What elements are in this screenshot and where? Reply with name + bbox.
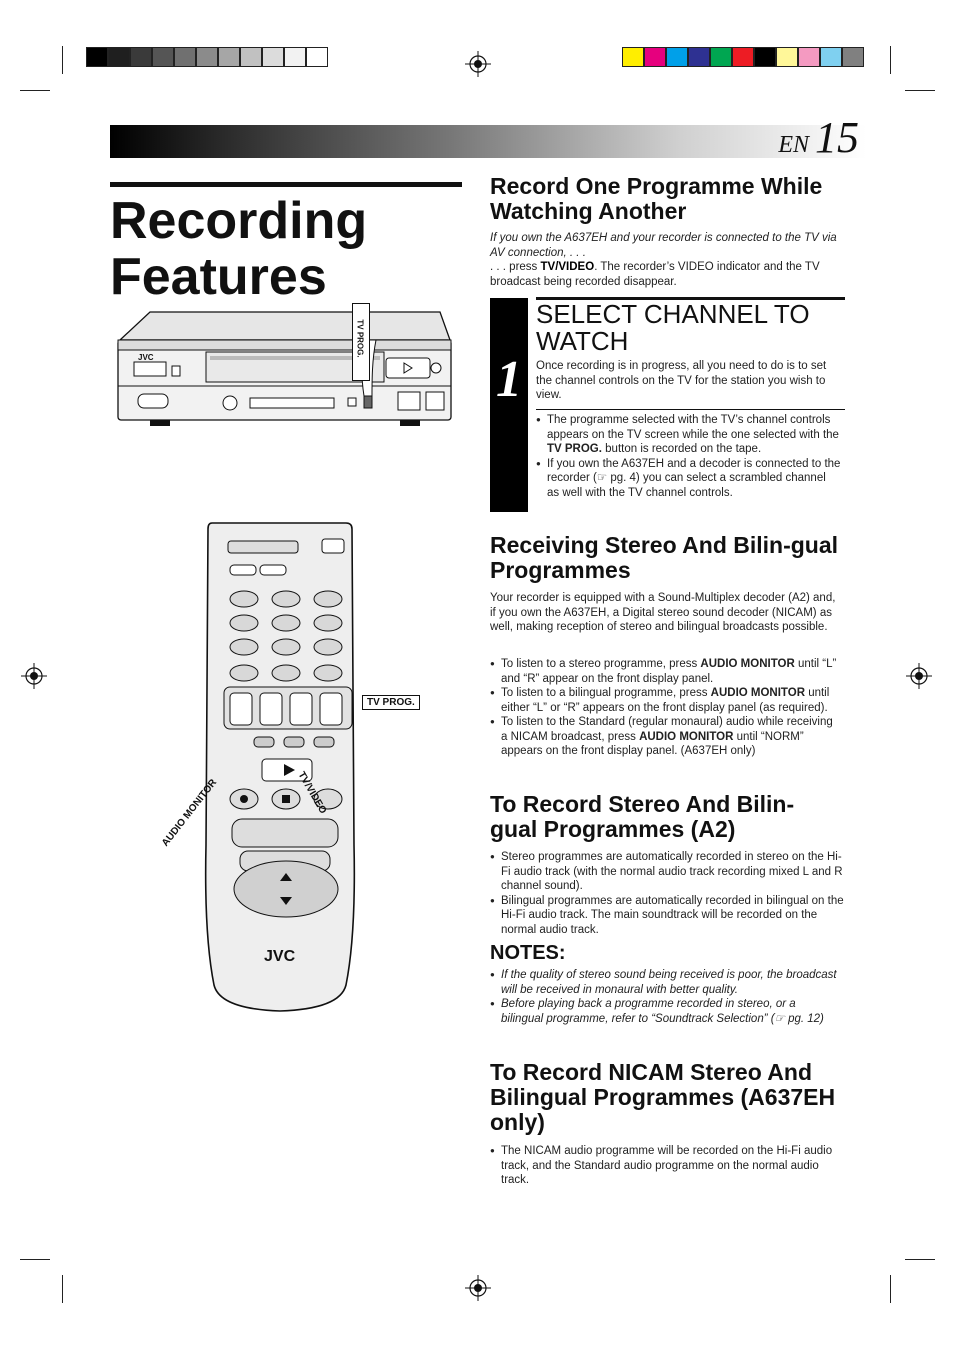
page-number-value: 15 [815,113,859,162]
language-tag: EN [778,132,809,158]
bullet-text: To listen to a bilingual programme, pres… [501,687,711,699]
color-swatch [798,47,820,67]
vcr-tv-prog-label: TV PROG. [355,319,365,358]
section1-heading: Record One Programme While Watching Anot… [490,173,823,224]
header-gradient-band [110,125,866,158]
color-swatch [240,47,262,67]
step-title: SELECT CHANNEL TO WATCH [536,299,810,356]
registration-mark-icon [465,51,491,77]
list-item: Stereo programmes are automatically reco… [490,850,844,894]
remote-control-illustration [204,522,356,1012]
crop-mark [905,90,935,91]
color-swatch [644,47,666,67]
audio-monitor-key: AUDIO MONITOR [639,730,734,743]
step-bullets: The programme selected with the TV’s cha… [536,413,841,500]
step-number-bar [490,298,528,512]
color-swatch [152,47,174,67]
color-swatch [732,47,754,67]
section1-intro: If you own the A637EH and your recorder … [490,232,837,259]
crop-mark [20,90,50,91]
crop-mark [20,1259,50,1260]
color-swatch [196,47,218,67]
section4-bullets: The NICAM audio programme will be record… [490,1144,840,1188]
registration-mark-icon [21,663,47,689]
step-rule [536,297,845,300]
crop-mark [890,1275,891,1303]
color-swatch [842,47,864,67]
page-title: Recording Features [110,182,462,305]
section1-press-line: . . . press TV/VIDEO. The recorder’s VID… [490,260,840,289]
section4-heading: To Record NICAM Stereo And Bilingual Pro… [490,1059,836,1135]
audio-monitor-key: AUDIO MONITOR [700,658,795,670]
vcr-tv-prog-callout [352,303,370,381]
color-swatch [174,47,196,67]
bullet-text: To listen to the Standard (regular monau… [501,716,833,743]
color-swatch [776,47,798,67]
crop-mark [62,1275,63,1303]
crop-mark [890,46,891,74]
color-swatch [820,47,842,67]
notes-heading: NOTES: [490,942,566,964]
step-number: 1 [496,351,522,408]
list-item: The programme selected with the TV’s cha… [536,413,841,457]
list-item: If the quality of stereo sound being rec… [490,968,840,997]
color-swatch [108,47,130,67]
registration-mark-icon [906,663,932,689]
crop-mark [905,1259,935,1260]
list-item: Before playing back a programme recorded… [490,997,840,1026]
color-swatch [622,47,644,67]
remote-tv-prog-label: TV PROG. [362,695,420,710]
tv-video-key: TV/VIDEO [540,261,595,273]
list-item: If you own the A637EH and a decoder is c… [536,457,841,501]
list-item: To listen to a bilingual programme, pres… [490,686,842,715]
step-divider [536,409,845,410]
color-swatch [754,47,776,67]
bullet-text: To listen to a stereo programme, press [501,658,701,670]
color-swatch [666,47,688,67]
audio-monitor-key: AUDIO MONITOR [710,687,805,699]
press-rest: . The recorder’s VIDEO indicator and the… [490,261,820,288]
list-item: To listen to the Standard (regular monau… [490,715,842,759]
list-item: To listen to a stereo programme, press A… [490,657,842,686]
vcr-illustration [117,311,452,426]
registration-mark-icon [465,1275,491,1301]
vcr-brand: JVC [138,353,154,362]
color-swatch [306,47,328,67]
color-swatch [710,47,732,67]
section3-bullets: Stereo programmes are automatically reco… [490,850,844,937]
remote-tv-prog-text: TV PROG. [367,697,415,708]
remote-brand: JVC [264,948,296,965]
bullet-text: button is recorded on the tape. [601,443,762,455]
color-swatch [86,47,108,67]
bullet-text: until “NORM” appears on the front displa… [501,730,804,758]
color-swatch [262,47,284,67]
list-item: Bilingual programmes are automatically r… [490,894,844,938]
list-item: The NICAM audio programme will be record… [490,1144,840,1188]
section2-text: Your recorder is equipped with a Sound-M… [490,592,836,633]
section2-bullets: To listen to a stereo programme, press A… [490,657,842,759]
bullet-text: until “L” and “R” appear on the front di… [501,658,837,685]
bullet-text: The programme selected with the TV’s cha… [547,414,839,441]
notes-list: If the quality of stereo sound being rec… [490,968,840,1026]
color-swatch [218,47,240,67]
color-swatch [688,47,710,67]
bullet-text: until either “L” or “R” appears on the f… [501,687,830,714]
section2-heading: Receiving Stereo And Bilin-gual Programm… [490,532,839,583]
crop-mark [62,46,63,74]
section3-heading: To Record Stereo And Bilin-gual Programm… [490,791,795,842]
tv-prog-key: TV PROG. [547,443,602,455]
press-prefix: . . . press [490,261,541,273]
step-text: Once recording is in progress, all you n… [536,360,827,401]
color-swatch [284,47,306,67]
color-swatch [130,47,152,67]
